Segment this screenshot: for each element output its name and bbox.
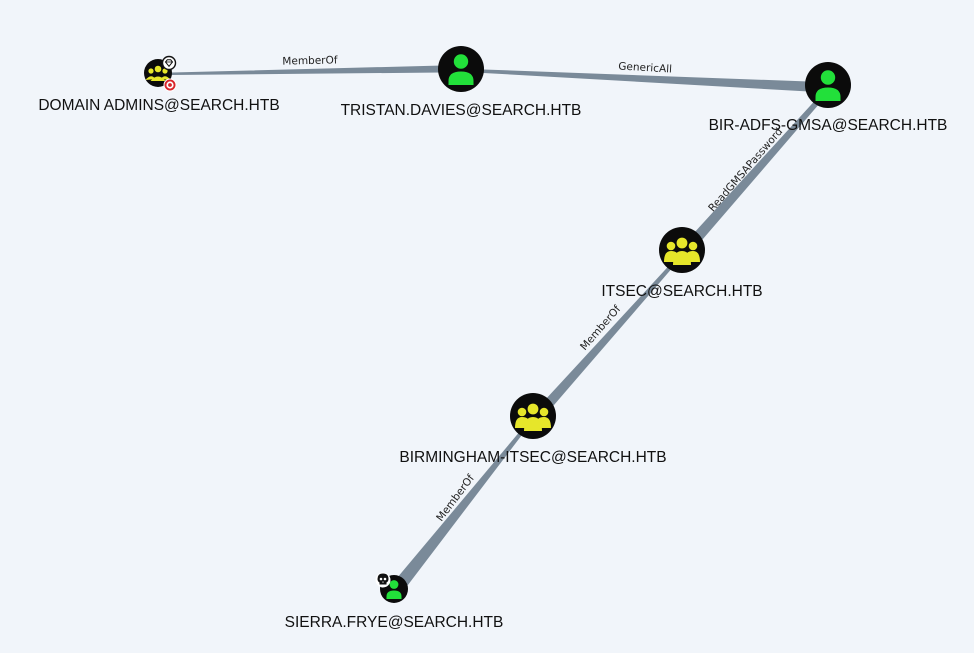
gem-icon (161, 55, 177, 71)
node-label: DOMAIN ADMINS@SEARCH.HTB (38, 97, 279, 114)
edge-label: ReadGMSAPassword (706, 126, 785, 214)
user-icon (448, 54, 474, 85)
node-label: ITSEC@SEARCH.HTB (601, 283, 762, 300)
node-label: BIR-ADFS-GMSA@SEARCH.HTB (709, 117, 948, 134)
node-label: BIRMINGHAM-ITSEC@SEARCH.HTB (399, 449, 666, 466)
user-icon (815, 70, 841, 101)
group-icon (145, 65, 171, 81)
node-itsec[interactable]: ITSEC@SEARCH.HTB (601, 227, 763, 300)
node-tristan-davies[interactable]: TRISTAN.DAVIES@SEARCH.HTB (341, 46, 582, 119)
user-icon (386, 580, 402, 599)
node-domain-admins[interactable]: DOMAIN ADMINS@SEARCH.HTB (38, 55, 280, 115)
group-icon (664, 237, 700, 265)
node-birmingham-itsec[interactable]: BIRMINGHAM-ITSEC@SEARCH.HTB (399, 393, 667, 466)
edge-label: MemberOf (282, 54, 338, 67)
node-label: TRISTAN.DAVIES@SEARCH.HTB (341, 102, 582, 119)
skull-icon (375, 572, 391, 588)
target-icon (163, 78, 177, 92)
edge-memberof-tristan-domain-admins[interactable]: MemberOf (171, 54, 443, 76)
node-bir-adfs-gmsa[interactable]: BIR-ADFS-GMSA@SEARCH.HTB (709, 62, 948, 134)
node-sierra-frye[interactable]: SIERRA.FRYE@SEARCH.HTB (285, 572, 504, 632)
node-label: SIERRA.FRYE@SEARCH.HTB (285, 614, 504, 631)
edge-genericall-bir-adfs-tristan[interactable]: GenericAll (483, 60, 809, 92)
edge-label: GenericAll (618, 60, 672, 75)
group-icon (515, 403, 551, 431)
